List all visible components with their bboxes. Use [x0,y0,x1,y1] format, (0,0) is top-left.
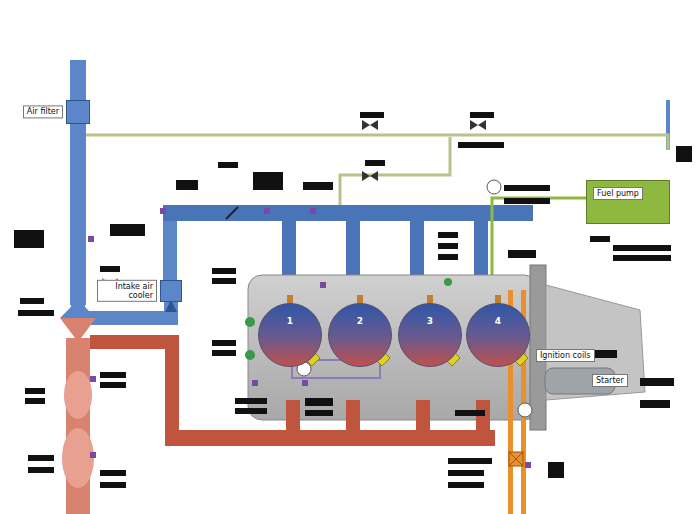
node-label: 3 [399,304,461,326]
fuel-pump: Fuel pump [586,180,670,224]
node-label: 2 [329,304,391,326]
node-label: Intake air cooler [97,280,157,302]
node-label: Ignition coils [540,351,591,360]
node-label: Air filter [23,105,63,118]
starter-label: Starter [592,374,628,387]
cylinder: 2 [328,303,392,367]
node-label: Fuel pump [593,187,643,200]
cylinder: 3 [398,303,462,367]
air-filter: Air filter [66,100,90,124]
intake-air-cooler: Intake air cooler [160,280,182,302]
cylinder: 1 [258,303,322,367]
ignition-coils-label: Ignition coils [536,349,595,362]
air-pipe [78,124,171,318]
node-label: Starter [596,376,624,385]
node-label: 4 [467,304,529,326]
node-label: 1 [259,304,321,326]
cylinder: 4 [466,303,530,367]
